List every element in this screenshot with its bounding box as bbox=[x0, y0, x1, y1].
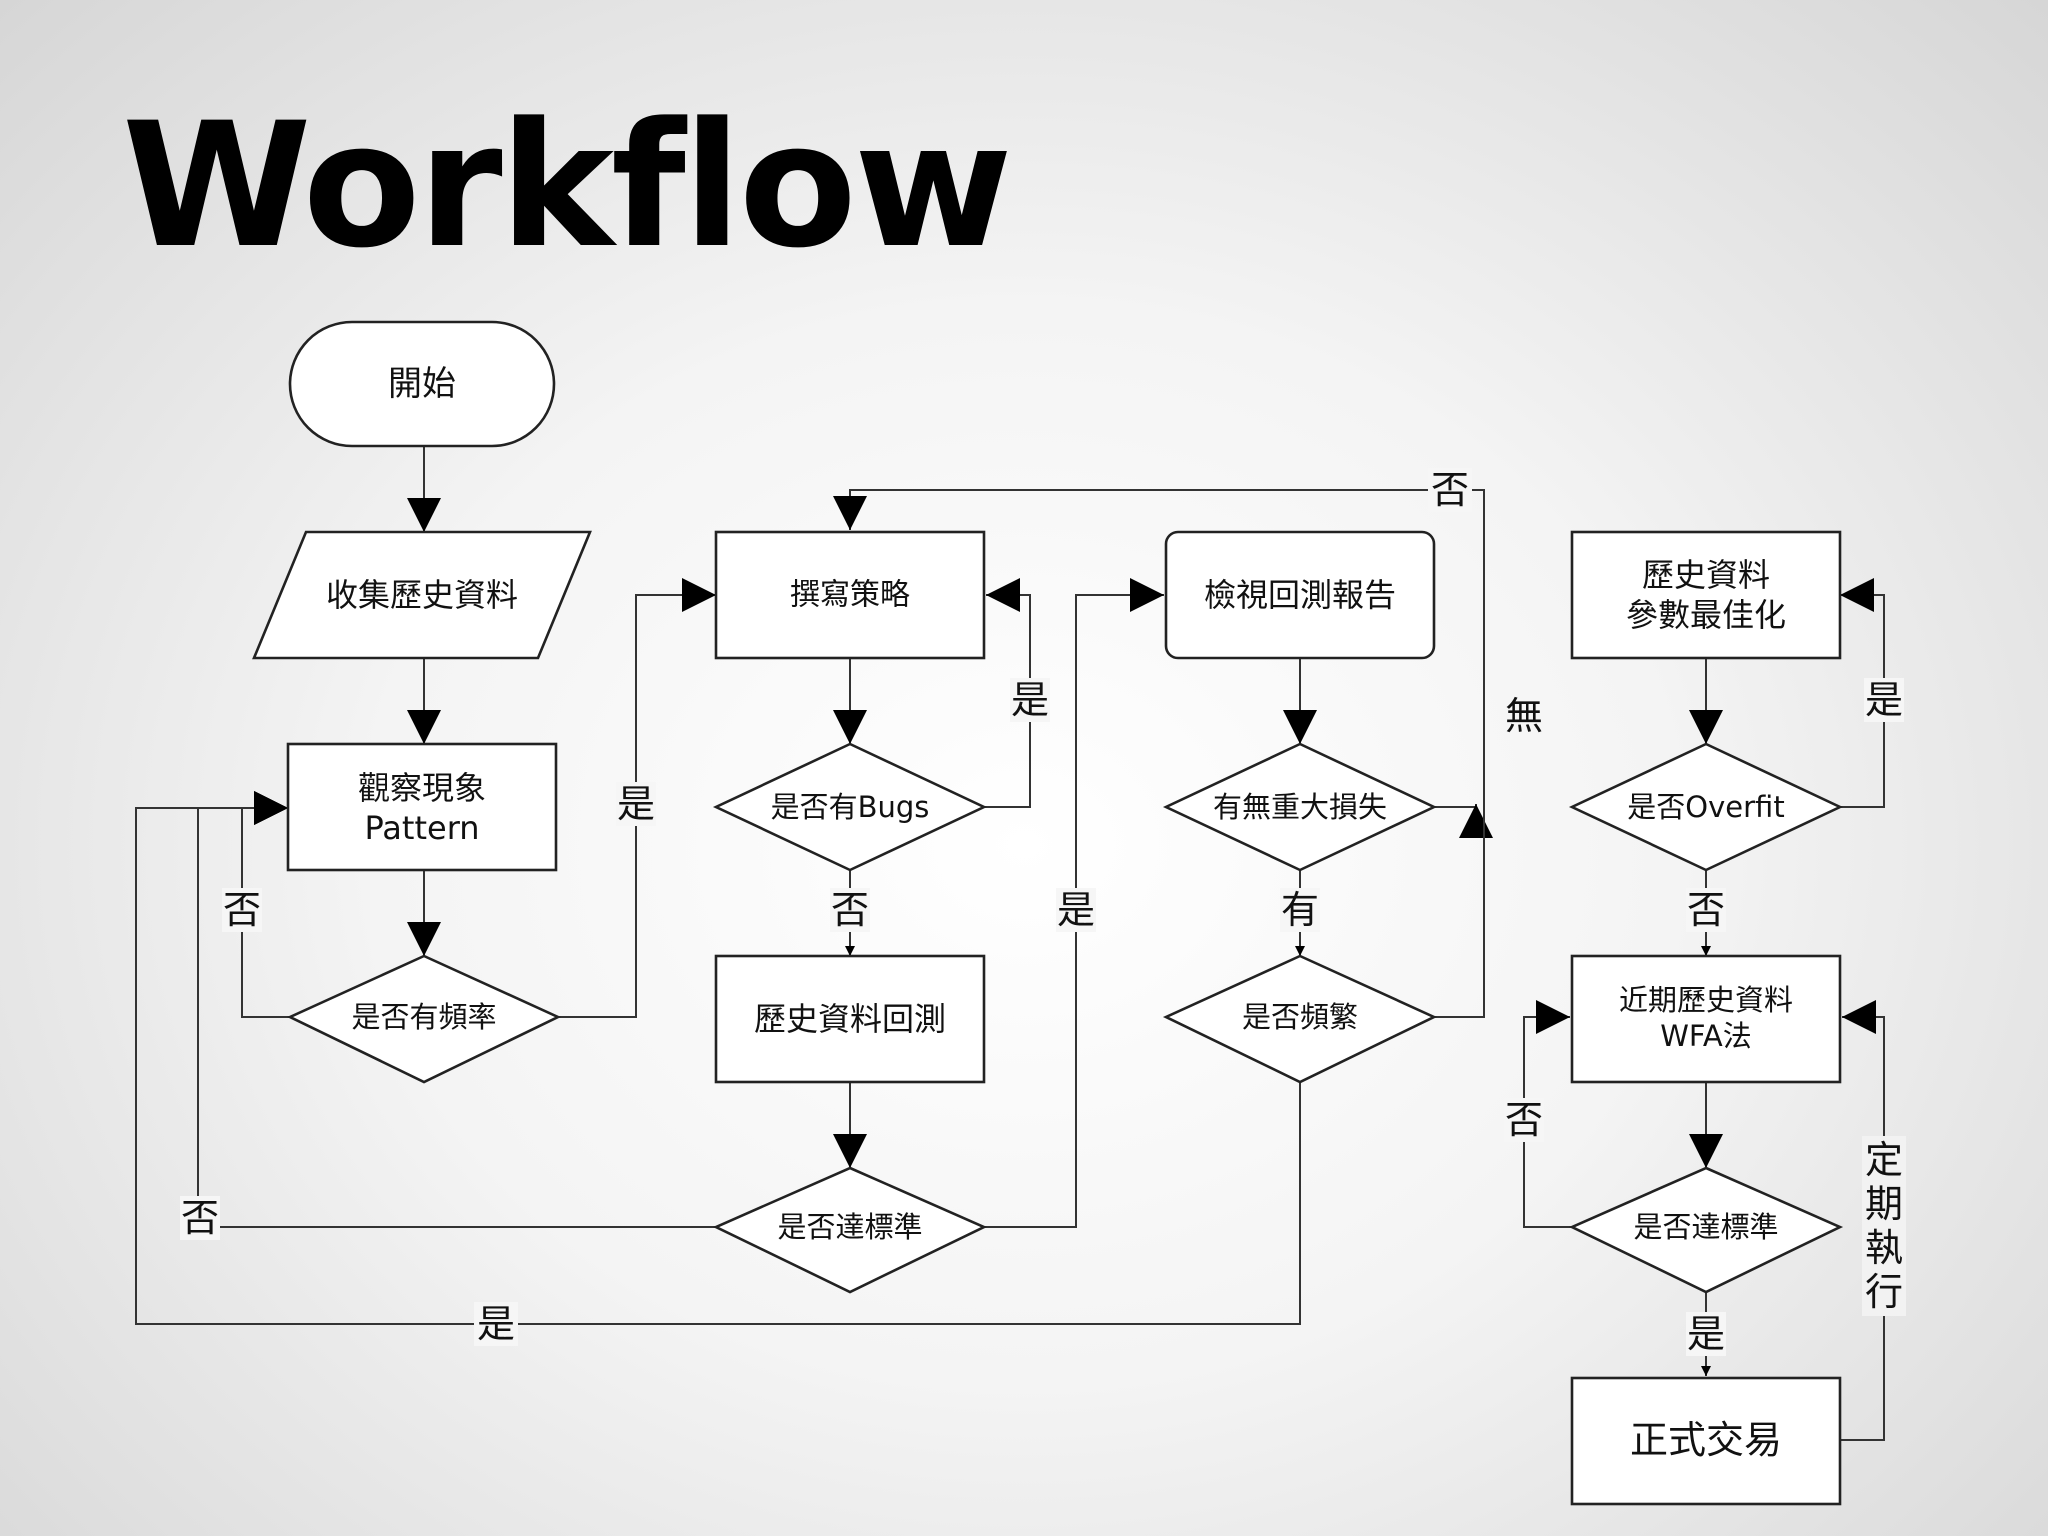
label-std2-no: 否 bbox=[1505, 1098, 1543, 1142]
observe-pattern-box bbox=[286, 742, 558, 872]
label-overfit-yes: 是 bbox=[1865, 678, 1903, 722]
view-report-box bbox=[1164, 530, 1436, 660]
overfit-label: 是否Overfit bbox=[1627, 790, 1784, 824]
label-freq-yes: 是 bbox=[617, 782, 655, 826]
start-terminal bbox=[288, 320, 556, 448]
label-bg bbox=[1864, 678, 1904, 722]
label-bg bbox=[1862, 1136, 1906, 1316]
label-std2-yes: 是 bbox=[1687, 1312, 1725, 1356]
backtest-box bbox=[714, 954, 986, 1084]
write-strategy-label: 撰寫策略 bbox=[790, 578, 910, 613]
label-bg bbox=[830, 888, 870, 932]
label-loss-none: 無 bbox=[1505, 694, 1543, 738]
start-label: 開始 bbox=[388, 364, 456, 404]
frequent-label: 是否頻繁 bbox=[1242, 1000, 1358, 1034]
label-bg bbox=[1056, 888, 1096, 932]
live-trade-box bbox=[1570, 1376, 1842, 1506]
has-bugs-label: 是否有Bugs bbox=[771, 790, 930, 824]
label-periodic-char-4: 行 bbox=[1865, 1270, 1903, 1314]
label-bg bbox=[474, 1302, 518, 1346]
label-loss-has: 有 bbox=[1281, 888, 1319, 932]
label-bg bbox=[1504, 694, 1544, 738]
edge-frequent-yes bbox=[135, 791, 1301, 1325]
meets-standard-label-2: 是否達標準 bbox=[1633, 1210, 1778, 1244]
label-periodic-char-1: 定 bbox=[1865, 1138, 1903, 1182]
label-bg bbox=[222, 888, 262, 932]
collect-data-parallelogram bbox=[252, 530, 592, 660]
wfa-box bbox=[1570, 954, 1842, 1084]
optimize-params-box bbox=[1570, 530, 1842, 660]
label-periodic-char-2: 期 bbox=[1865, 1182, 1903, 1226]
live-trade-label: 正式交易 bbox=[1630, 1418, 1782, 1462]
backtest-label: 歷史資料回測 bbox=[754, 1000, 946, 1038]
major-loss-decision bbox=[1162, 742, 1438, 872]
edge-loss-none bbox=[1434, 804, 1493, 838]
write-strategy-box bbox=[714, 530, 986, 660]
label-bg bbox=[1686, 888, 1726, 932]
nodes: 開始 收集歷史資料 觀察現象 Pattern 是否有頻率 撰寫策略 是否有Bug… bbox=[252, 320, 1844, 1506]
label-bg bbox=[1428, 468, 1472, 512]
meets-standard-decision-1 bbox=[712, 1166, 988, 1294]
label-bg bbox=[1686, 1312, 1726, 1356]
has-frequency-decision bbox=[286, 954, 562, 1084]
frequent-decision bbox=[1162, 954, 1438, 1084]
label-periodic-char-3: 執 bbox=[1865, 1226, 1903, 1270]
label-freq-no: 否 bbox=[223, 888, 261, 932]
major-loss-label: 有無重大損失 bbox=[1213, 790, 1387, 824]
label-bugs-yes: 是 bbox=[1011, 678, 1049, 722]
optimize-label-line1: 歷史資料 bbox=[1642, 556, 1770, 594]
label-overfit-no: 否 bbox=[1687, 888, 1725, 932]
meets-standard-decision-2 bbox=[1568, 1166, 1844, 1294]
label-frequent-yes: 是 bbox=[477, 1302, 515, 1346]
label-frequent-no: 否 bbox=[1431, 468, 1469, 512]
overfit-decision bbox=[1568, 742, 1844, 872]
label-bg bbox=[1010, 678, 1050, 722]
optimize-label-line2: 參數最佳化 bbox=[1626, 596, 1786, 634]
collect-label: 收集歷史資料 bbox=[326, 576, 518, 614]
label-bg bbox=[616, 782, 656, 826]
edge-frequent-no bbox=[833, 489, 1485, 1018]
meets-standard-label-1: 是否達標準 bbox=[777, 1210, 922, 1244]
has-bugs-decision bbox=[712, 742, 988, 872]
label-bg bbox=[1504, 1098, 1544, 1142]
view-report-label: 檢視回測報告 bbox=[1204, 576, 1396, 614]
slide-title: Workflow bbox=[122, 85, 1013, 286]
label-bg bbox=[180, 1196, 220, 1240]
wfa-label-line1: 近期歷史資料 bbox=[1619, 983, 1793, 1017]
wfa-label-line2: WFA法 bbox=[1660, 1019, 1752, 1053]
observe-label-line2: Pattern bbox=[364, 809, 479, 847]
label-std1-yes: 是 bbox=[1057, 888, 1095, 932]
label-bugs-no: 否 bbox=[831, 888, 869, 932]
observe-label-line1: 觀察現象 bbox=[358, 769, 486, 807]
label-bg bbox=[1280, 888, 1320, 932]
has-frequency-label: 是否有頻率 bbox=[351, 1000, 496, 1034]
edge-labels: 否 是 是 否 是 否 有 無 否 是 是 否 否 bbox=[180, 468, 1906, 1356]
label-std1-no: 否 bbox=[181, 1196, 219, 1240]
